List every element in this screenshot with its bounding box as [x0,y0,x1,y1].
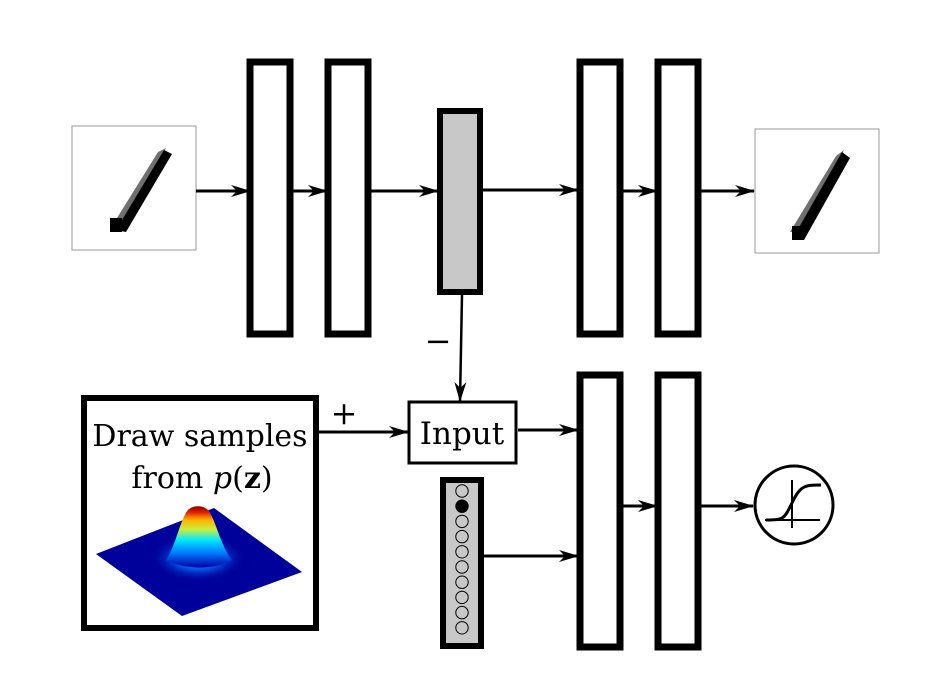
latent-code [437,108,483,295]
input-box-label: Input [420,416,505,452]
sigmoid-icon [753,464,835,546]
encoder-layer-2 [324,58,372,338]
mnist-digit-one-reconstruction-image [790,150,850,240]
output-image [754,128,880,254]
one-hot-unit [455,545,469,559]
input-box: Input [407,400,518,465]
positive-sign: + [331,394,358,432]
decoder-layer-1 [576,58,624,338]
one-hot-unit [455,560,469,574]
input-image [71,125,197,251]
encoder-layer-1 [246,58,294,338]
one-hot-unit [455,484,469,498]
one-hot-unit [455,621,469,635]
decoder-layer-2 [654,58,702,338]
arrow-latent-to-input-box [454,294,467,402]
discriminator-layer-2 [654,371,702,651]
prior-box-line-1: Draw samples [92,419,307,454]
one-hot-active-unit [455,499,469,513]
gaussian-surface-plot [96,506,302,616]
one-hot-unit [455,529,469,544]
one-hot-unit [455,605,469,620]
mnist-digit-one-image [110,148,172,232]
discriminator-layer-1 [576,371,624,651]
negative-sign: − [425,322,452,360]
one-hot-label-vector [440,477,484,649]
one-hot-unit [455,575,469,589]
prior-sample-box: Draw samples from p(z) [81,395,319,631]
one-hot-unit [455,514,469,529]
prior-box-line-2: from p(z) [131,461,272,496]
one-hot-unit [455,590,469,605]
